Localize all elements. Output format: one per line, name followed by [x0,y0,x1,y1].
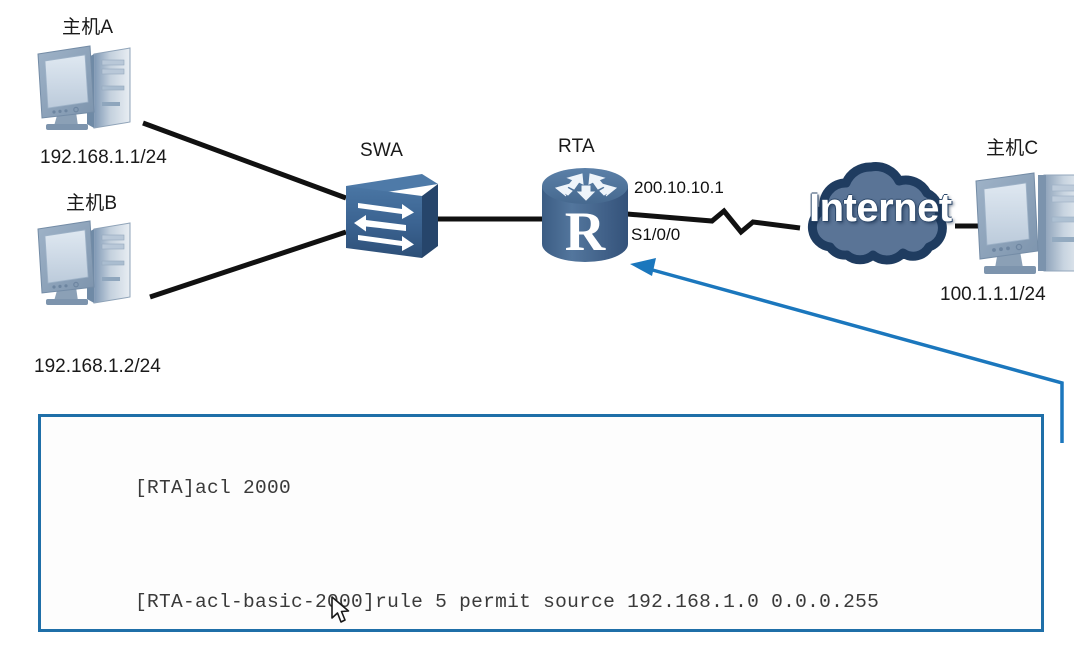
svg-text:R: R [565,201,606,263]
console-prompt: [RTA-acl-basic-2000] [135,591,376,613]
hostC-ip-label: 100.1.1.1/24 [940,284,1046,305]
mouse-pointer-icon [331,596,353,631]
switch-icon [340,168,442,273]
hostB-icon [32,215,152,310]
link-hostA-swa [142,120,347,201]
hostA-ip-label: 192.168.1.1/24 [40,147,167,168]
console-line: [RTA-acl-basic-2000]rule 5 permit source… [63,545,1041,645]
link-rta-internet-serial [626,207,801,236]
console-line: [RTA]acl 2000 [63,431,1041,545]
wan-ip-label: 200.10.10.1 [634,178,724,197]
swa-label: SWA [360,140,404,161]
link-hostB-swa [149,229,347,300]
cloud-icon [786,155,976,285]
console-output-box: [RTA]acl 2000 [RTA-acl-basic-2000]rule 5… [38,414,1044,632]
hostB-ip-label: 192.168.1.2/24 [34,356,161,377]
cloud-label: Internet [809,186,952,230]
hostA-label: 主机A [62,17,114,38]
hostC-icon [966,165,1074,290]
hostB-label: 主机B [66,193,118,214]
router-icon: R [538,164,632,279]
hostA-icon [32,40,152,135]
console-command: acl 2000 [195,477,292,499]
console-prompt: [RTA] [135,477,196,499]
rta-label: RTA [558,136,595,157]
hostC-label: 主机C [986,138,1039,159]
wan-port-label: S1/0/0 [631,225,681,244]
console-command: rule 5 permit source 192.168.1.0 0.0.0.2… [375,591,880,613]
